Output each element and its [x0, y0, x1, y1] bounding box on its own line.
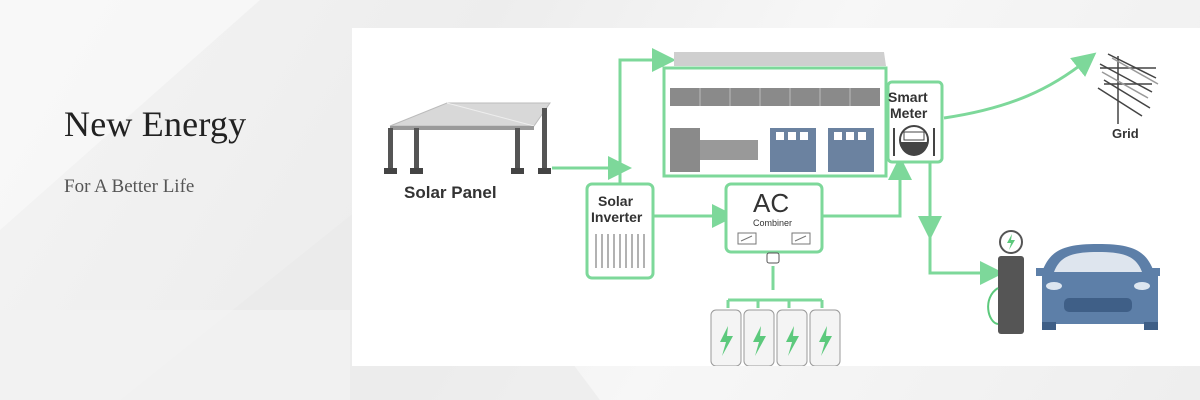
smart-meter-label-line2: Meter — [890, 105, 928, 121]
smart-meter-label-line1: Smart — [888, 89, 928, 105]
solar-inverter-label-line1: Solar — [598, 193, 634, 209]
battery-bank-icon — [710, 309, 841, 366]
flow-lines — [552, 48, 1097, 308]
solar-panel-icon — [384, 102, 551, 174]
grid-tower-icon — [1097, 53, 1159, 124]
energy-flow-diagram: Solar Panel — [352, 28, 1200, 366]
solar-panel-label: Solar Panel — [404, 183, 497, 202]
ac-combiner-icon — [724, 182, 824, 264]
solar-inverter-icon — [585, 182, 655, 280]
solar-inverter-label-line2: Inverter — [591, 209, 643, 225]
ev-charger-icon — [987, 230, 1024, 334]
ac-combiner-label: AC — [753, 188, 789, 218]
hero-subtitle: For A Better Life — [64, 176, 195, 197]
grid-label: Grid — [1112, 126, 1139, 141]
smart-meter-icon — [886, 80, 944, 164]
hero-title: New Energy — [64, 104, 247, 144]
electric-car-icon — [1036, 244, 1160, 330]
building-icon — [662, 52, 888, 178]
ac-combiner-sublabel: Combiner — [753, 218, 792, 228]
